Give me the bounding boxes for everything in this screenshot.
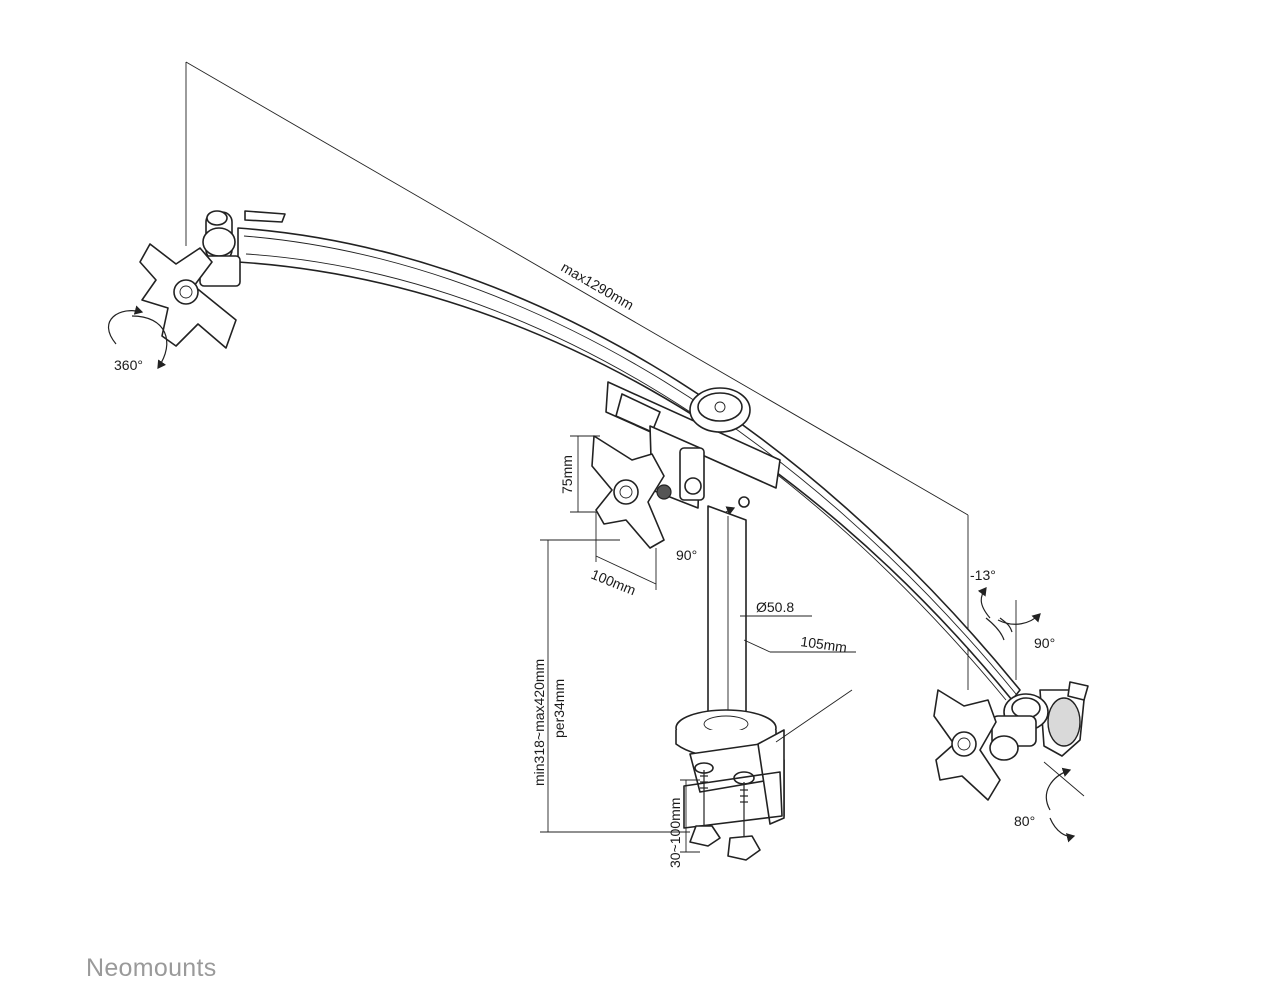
pole xyxy=(707,505,747,733)
height-range-label: min318~max420mm xyxy=(531,659,547,786)
left-monitor-head xyxy=(139,210,286,349)
pole-diameter-label: Ø50.8 xyxy=(756,599,794,615)
rotation-arrow-icon xyxy=(1043,761,1085,843)
right-monitor-head xyxy=(933,681,1089,801)
tilt-label: -13° xyxy=(970,567,996,583)
right-pivot-label: 80° xyxy=(1014,813,1035,829)
height-range-dimension: min318~max420mm per34mm xyxy=(531,539,690,833)
center-swivel-label: 90° xyxy=(676,547,697,563)
right-swivel-label: 90° xyxy=(1034,635,1055,651)
vesa-height-label: 75mm xyxy=(559,455,575,494)
vesa-width-label: 100mm xyxy=(589,566,638,598)
overall-width-label: max1290mm xyxy=(559,259,637,313)
clamp-depth-dimension: 105mm xyxy=(743,633,856,743)
rotate-label: 360° xyxy=(114,357,143,373)
clamp-depth-label: 105mm xyxy=(800,633,848,655)
overall-width-dimension: max1290mm xyxy=(185,61,969,690)
brand-logo-text: Neomounts xyxy=(86,954,217,982)
center-head xyxy=(591,381,781,549)
vesa-height-dimension: 75mm xyxy=(559,435,600,513)
desk-thickness-dimension: 30~100mm xyxy=(667,779,700,868)
desk-thickness-label: 30~100mm xyxy=(667,798,683,868)
rotation-arrow-icon xyxy=(997,613,1041,633)
rotation-arrow-icon xyxy=(977,587,1017,680)
rotation-arrow-icon xyxy=(108,305,168,369)
height-step-label: per34mm xyxy=(551,679,567,738)
desk-clamp xyxy=(675,709,785,861)
pole-diameter-dimension: Ø50.8 xyxy=(740,599,812,617)
